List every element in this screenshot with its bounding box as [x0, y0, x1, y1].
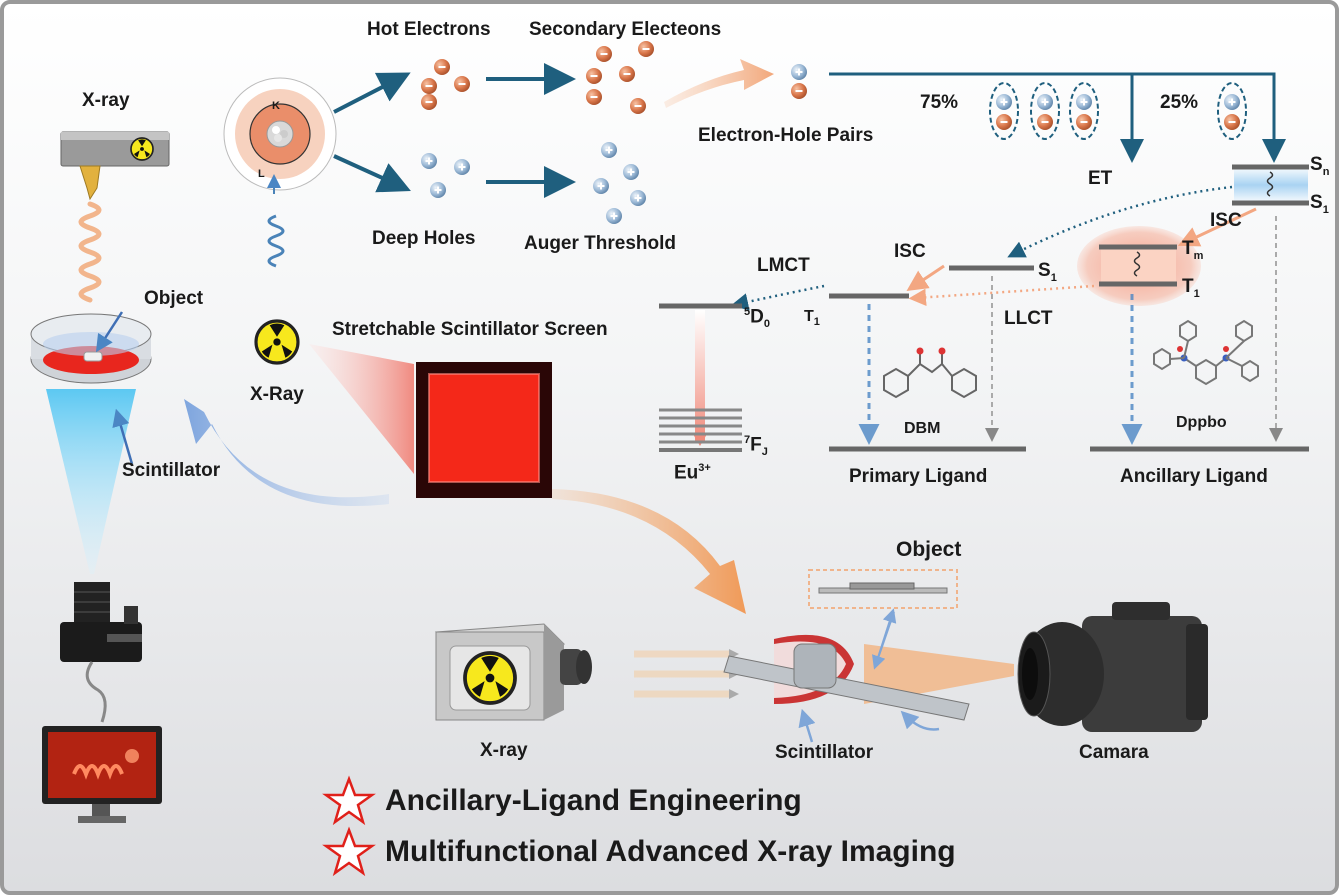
- setup-scintillator-label: Scintillator: [775, 742, 874, 763]
- atom-l-label: L: [258, 168, 265, 180]
- left-object-label: Object: [144, 288, 204, 309]
- pct-75-label: 75%: [920, 92, 959, 113]
- secondary-electrons-label: Secondary Electeons: [529, 19, 722, 40]
- setup-scintillator-rod: [723, 634, 970, 721]
- star-icon-2: [322, 826, 376, 877]
- dppbo-molecule: [1153, 319, 1259, 386]
- auger-threshold-label: Auger Threshold: [524, 233, 677, 254]
- atom-k-label: K: [272, 100, 280, 112]
- star-icon-1: [322, 775, 376, 826]
- primary-t1-label: T1: [804, 308, 820, 329]
- setup-object-box: [808, 569, 958, 609]
- left-camera: [60, 582, 142, 662]
- ancillary-ligand-label: Ancillary Ligand: [1120, 466, 1268, 487]
- setup-camera: [1017, 602, 1208, 732]
- center-red-fan: [309, 344, 414, 474]
- eu-7fj-levels: [659, 408, 742, 452]
- setup-camera-label: Camara: [1079, 742, 1149, 763]
- secondary-electron-cluster: [586, 41, 654, 114]
- setup-object-label: Object: [896, 538, 962, 561]
- ancillary-tm-label: Tm: [1182, 238, 1204, 262]
- left-light-cone: [46, 389, 136, 574]
- ancillary-t1-label: T1: [1182, 276, 1200, 300]
- hot-electron-cluster: [421, 59, 470, 110]
- primary-ligand-label: Primary Ligand: [849, 466, 988, 487]
- deep-hole-cluster: [421, 153, 470, 198]
- setup-xray-beams: [634, 650, 729, 698]
- left-xray-wave-icon: [78, 201, 102, 303]
- setup-orange-light: [864, 644, 1014, 704]
- screen-label: Stretchable Scintillator Screen: [332, 319, 608, 340]
- et-label: ET: [1088, 168, 1113, 189]
- ancillary-sn-label: Sn: [1310, 154, 1330, 178]
- big-orange-arrow: [552, 489, 746, 614]
- ehp-pair: [791, 64, 807, 99]
- highlight-2: Multifunctional Advanced X-ray Imaging: [385, 835, 956, 868]
- llct-label: LLCT: [1004, 308, 1053, 329]
- eu-ion-label: Eu3+: [674, 462, 711, 484]
- dbm-molecule: [883, 347, 977, 399]
- isc-right-label: ISC: [1210, 210, 1242, 231]
- hot-electrons-label: Hot Electrons: [367, 19, 491, 40]
- atom-icon: [223, 77, 337, 191]
- eu-7fj-label: 7FJ: [744, 434, 768, 459]
- center-xray-label: X-Ray: [250, 384, 304, 405]
- pct-25-label: 25%: [1160, 92, 1199, 113]
- ancillary-tm-t1-box: [1077, 226, 1201, 306]
- dppbo-label: Dppbo: [1176, 414, 1227, 431]
- ancillary-s1-label: S1: [1310, 192, 1329, 216]
- peach-arrow-ehp: [664, 59, 774, 108]
- ancillary-sn-s1-box: [1232, 164, 1309, 206]
- diagram-graphics: [30, 41, 1309, 877]
- left-sample-dish: [30, 313, 152, 384]
- atom-xray-wave: [267, 214, 285, 268]
- setup-xray-label: X-ray: [480, 740, 528, 761]
- lmct-label: LMCT: [757, 255, 810, 276]
- left-xray-label: X-ray: [82, 90, 130, 111]
- left-cable: [85, 661, 107, 723]
- exciton-pair-25: [1217, 82, 1247, 140]
- big-blue-arrow: [184, 399, 389, 507]
- isc-mid-label: ISC: [894, 241, 926, 262]
- left-monitor: [42, 726, 162, 823]
- center-radiation-icon: [254, 319, 300, 365]
- left-scintillator-label: Scintillator: [122, 460, 221, 481]
- dbm-label: DBM: [904, 420, 941, 437]
- primary-s1-label: S1: [1038, 260, 1057, 284]
- teal-flow-line: [829, 72, 1144, 163]
- ehp-label: Electron-Hole Pairs: [698, 125, 874, 146]
- deep-holes-label: Deep Holes: [372, 228, 476, 249]
- exciton-pairs-75: [989, 82, 1099, 140]
- teal-flow-line-25: [1132, 72, 1286, 163]
- auger-hole-cluster: [593, 142, 646, 224]
- left-xray-source: [60, 131, 170, 201]
- setup-xray-source: [434, 623, 592, 721]
- eu-5d0-label: 5D0: [744, 306, 770, 331]
- highlight-1: Ancillary-Ligand Engineering: [385, 784, 802, 817]
